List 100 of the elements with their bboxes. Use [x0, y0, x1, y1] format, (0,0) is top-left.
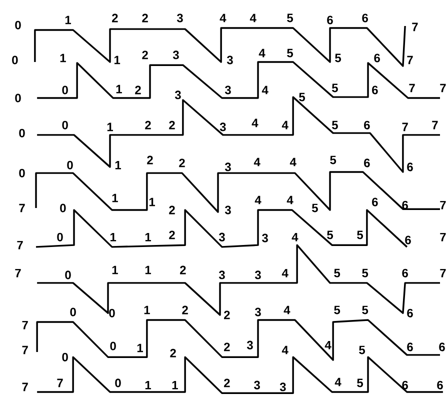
- digit-label: 4: [290, 158, 296, 166]
- digit-label: 7: [440, 84, 446, 92]
- digit-label: 2: [224, 342, 230, 352]
- digit-label: 2: [147, 156, 153, 164]
- digit-label: 1: [60, 54, 66, 62]
- digit-label: 3: [224, 162, 231, 172]
- digit-label: 3: [224, 206, 231, 214]
- digit-label: 6: [364, 158, 370, 168]
- digit-label: 3: [218, 232, 225, 242]
- digit-label: 4: [292, 232, 298, 242]
- digit-label: 5: [362, 268, 368, 278]
- digit-label: 5: [359, 346, 365, 354]
- digit-label: 7: [15, 268, 21, 278]
- digit-label: 4: [282, 120, 288, 130]
- digit-label: 2: [182, 306, 188, 314]
- digit-label: 2: [169, 230, 175, 240]
- digit-label: 0: [62, 120, 68, 130]
- digit-label: 2: [169, 120, 175, 130]
- digit-label: 2: [224, 310, 230, 320]
- digit-label: 6: [405, 236, 411, 244]
- digit-label: 7: [409, 84, 415, 92]
- digit-label: 6: [407, 308, 413, 318]
- digit-label: 5: [332, 120, 338, 130]
- digit-label: 4: [324, 340, 332, 350]
- digit-label: 0: [110, 342, 116, 350]
- digit-label: 0: [19, 128, 25, 138]
- digit-label: 5: [312, 204, 318, 212]
- digit-label: 6: [374, 54, 380, 62]
- digit-label: 6: [402, 380, 408, 390]
- digit-label: 5: [357, 378, 363, 388]
- digit-label: 6: [407, 162, 413, 172]
- digit-label: 4: [334, 378, 342, 386]
- digit-label: 6: [372, 86, 378, 94]
- digit-label: 0: [57, 232, 63, 242]
- digit-label: 6: [372, 198, 378, 206]
- digit-label: 2: [112, 14, 118, 22]
- digit-label: 5: [332, 84, 338, 92]
- digit-label: 2: [145, 120, 151, 130]
- digit-label: 1: [112, 194, 118, 202]
- digit-label: 0: [67, 160, 73, 170]
- digit-label: 5: [334, 306, 340, 314]
- digit-label: 5: [299, 92, 305, 102]
- digit-label: 3: [280, 382, 286, 392]
- digit-label: 0: [62, 86, 68, 94]
- digit-label: 7: [19, 204, 25, 212]
- digit-label: 6: [402, 268, 408, 278]
- digit-label: 6: [362, 14, 368, 22]
- digit-label: 5: [357, 230, 363, 240]
- digit-label: 4: [254, 158, 260, 166]
- digit-label: 7: [22, 382, 28, 392]
- digit-label: 1: [114, 56, 120, 64]
- digit-label: 0: [19, 168, 25, 178]
- digit-label: 1: [110, 232, 116, 242]
- digit-label: 7: [57, 378, 63, 388]
- digit-label: 2: [142, 14, 148, 22]
- digit-label: 5: [287, 14, 293, 22]
- digit-label: 5: [287, 48, 293, 58]
- digit-label: 3: [220, 122, 226, 132]
- digit-label: 5: [362, 306, 368, 314]
- digit-label: 4: [258, 48, 266, 58]
- digit-label: 0: [70, 308, 76, 316]
- digit-label: 5: [334, 268, 340, 278]
- digit-label: 0: [15, 94, 21, 102]
- digit-label: 0: [60, 204, 66, 212]
- digit-label: 3: [254, 270, 261, 280]
- digit-label: 1: [149, 198, 155, 206]
- digit-label: 1: [116, 84, 122, 94]
- digit-label: 1: [172, 380, 178, 390]
- digit-label: 4: [286, 196, 294, 204]
- digit-label: 1: [137, 344, 143, 352]
- digit-label: 6: [439, 342, 445, 352]
- digit-label: 4: [250, 14, 256, 22]
- digit-label: 7: [22, 320, 28, 330]
- digit-label: 1: [144, 306, 150, 314]
- digit-label: 7: [432, 120, 438, 130]
- digit-label: 1: [115, 160, 121, 170]
- digit-label: 0: [115, 378, 121, 388]
- digit-label: 4: [220, 14, 226, 22]
- digit-label: 7: [440, 200, 446, 210]
- digit-label: 1: [65, 16, 71, 24]
- digit-label: 5: [330, 156, 336, 164]
- digit-label: 5: [327, 230, 333, 240]
- digit-label: 1: [145, 232, 151, 242]
- digit-label: 2: [142, 50, 148, 60]
- digit-label: 6: [327, 16, 333, 24]
- digit-label: 4: [262, 86, 268, 94]
- digit-label: 1: [107, 122, 113, 132]
- digit-label: 3: [262, 234, 268, 242]
- digit-label: 0: [109, 308, 115, 318]
- digit-label: 0: [12, 56, 18, 64]
- digit-label: 3: [174, 90, 181, 100]
- digit-label: 0: [62, 352, 68, 362]
- digit-label: 7: [412, 22, 418, 32]
- digit-label: 6: [437, 380, 443, 390]
- digit-label: 4: [282, 346, 288, 354]
- digit-label: 7: [440, 232, 446, 242]
- digit-label: 2: [179, 158, 185, 168]
- digit-label: 2: [224, 378, 230, 388]
- digit-label: 6: [364, 120, 370, 130]
- digit-label: 3: [176, 14, 183, 22]
